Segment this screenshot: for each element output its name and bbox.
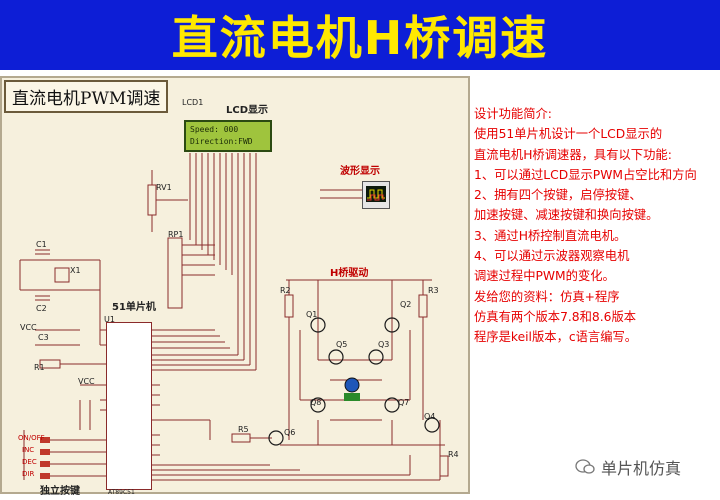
chat-bubble-icon xyxy=(575,459,595,474)
lcd-caption: LCD显示 xyxy=(226,105,269,116)
info-line: 调速过程中PWM的变化。 xyxy=(474,269,615,284)
info-line: 使用51单片机设计一个LCD显示的 xyxy=(474,127,663,142)
key-dec-label: DEC xyxy=(22,458,37,466)
info-line: 4、可以通过示波器观察电机 xyxy=(474,249,630,264)
info-line: 程序是keil版本，c语言编写。 xyxy=(474,330,638,345)
mcu-chip xyxy=(106,322,152,490)
scope-caption: 波形显示 xyxy=(340,166,380,177)
c2-label: C2 xyxy=(36,304,47,313)
mcu-ref-label: U1 xyxy=(104,315,115,324)
lcd-ref-label: LCD1 xyxy=(182,98,204,107)
mcu-caption: 51单片机 xyxy=(112,302,156,313)
r2-label: R2 xyxy=(280,286,291,295)
key-inc-label: INC xyxy=(22,446,35,454)
info-line: 设计功能简介: xyxy=(474,107,552,121)
key-dir-label: DIR xyxy=(22,470,35,478)
schematic-title: 直流电机PWM调速 xyxy=(4,80,169,113)
info-line: 直流电机H桥调速器，具有以下功能: xyxy=(474,147,672,162)
watermark-text: 单片机仿真 xyxy=(601,459,682,478)
q4-label: Q4 xyxy=(424,412,436,421)
q1-label: Q1 xyxy=(306,310,318,319)
r4-label: R4 xyxy=(448,450,459,459)
keys-caption: 独立按键 xyxy=(40,486,80,497)
q2-label: Q2 xyxy=(400,300,412,309)
banner-title: 直流电机H桥调速 xyxy=(171,11,549,65)
info-line: 1、可以通过LCD显示PWM占空比和方向 xyxy=(474,167,697,182)
q5-label: Q5 xyxy=(336,340,348,349)
info-line: 加速按键、减速按键和换向按键。 xyxy=(474,208,659,223)
c3-label: C3 xyxy=(38,333,49,342)
info-line: 仿真有两个版本7.8和8.6版本 xyxy=(474,309,637,324)
rv-label: RV1 xyxy=(156,183,172,192)
q7-label: Q7 xyxy=(398,398,410,407)
info-line: 2、拥有四个按键，启停按键、 xyxy=(474,188,642,203)
q3-label: Q3 xyxy=(378,340,390,349)
lcd-line-1: Speed: 000 xyxy=(190,125,239,134)
info-line: 3、通过H桥控制直流电机。 xyxy=(474,228,627,243)
feature-description: 设计功能简介: 使用51单片机设计一个LCD显示的 直流电机H桥调速器，具有以下… xyxy=(474,104,714,348)
mcu-part-label: AT89C51 xyxy=(108,489,135,496)
r5-label: R5 xyxy=(238,425,249,434)
bridge-caption: H桥驱动 xyxy=(330,268,369,279)
lcd-line-2: Direction:FWD xyxy=(190,137,253,146)
watermark: 单片机仿真 xyxy=(575,455,681,479)
rp-label: RP1 xyxy=(168,230,184,239)
c1-label: C1 xyxy=(36,240,47,249)
vcc-label-1: VCC xyxy=(20,323,37,332)
oscilloscope-icon xyxy=(362,181,390,209)
q8-label: Q8 xyxy=(310,398,322,407)
motor-icon xyxy=(344,377,360,393)
x1-label: X1 xyxy=(70,266,81,275)
lcd-display: Speed: 000 Direction:FWD xyxy=(184,120,272,152)
info-line: 发给您的资料：仿真+程序 xyxy=(474,289,620,304)
title-banner: 直流电机H桥调速 xyxy=(0,0,720,70)
vcc-label-2: VCC xyxy=(78,377,95,386)
r1-label: R1 xyxy=(34,363,45,372)
key-on-off-label: ON/OFF xyxy=(18,434,45,442)
r3-label: R3 xyxy=(428,286,439,295)
q6-label: Q6 xyxy=(284,428,296,437)
